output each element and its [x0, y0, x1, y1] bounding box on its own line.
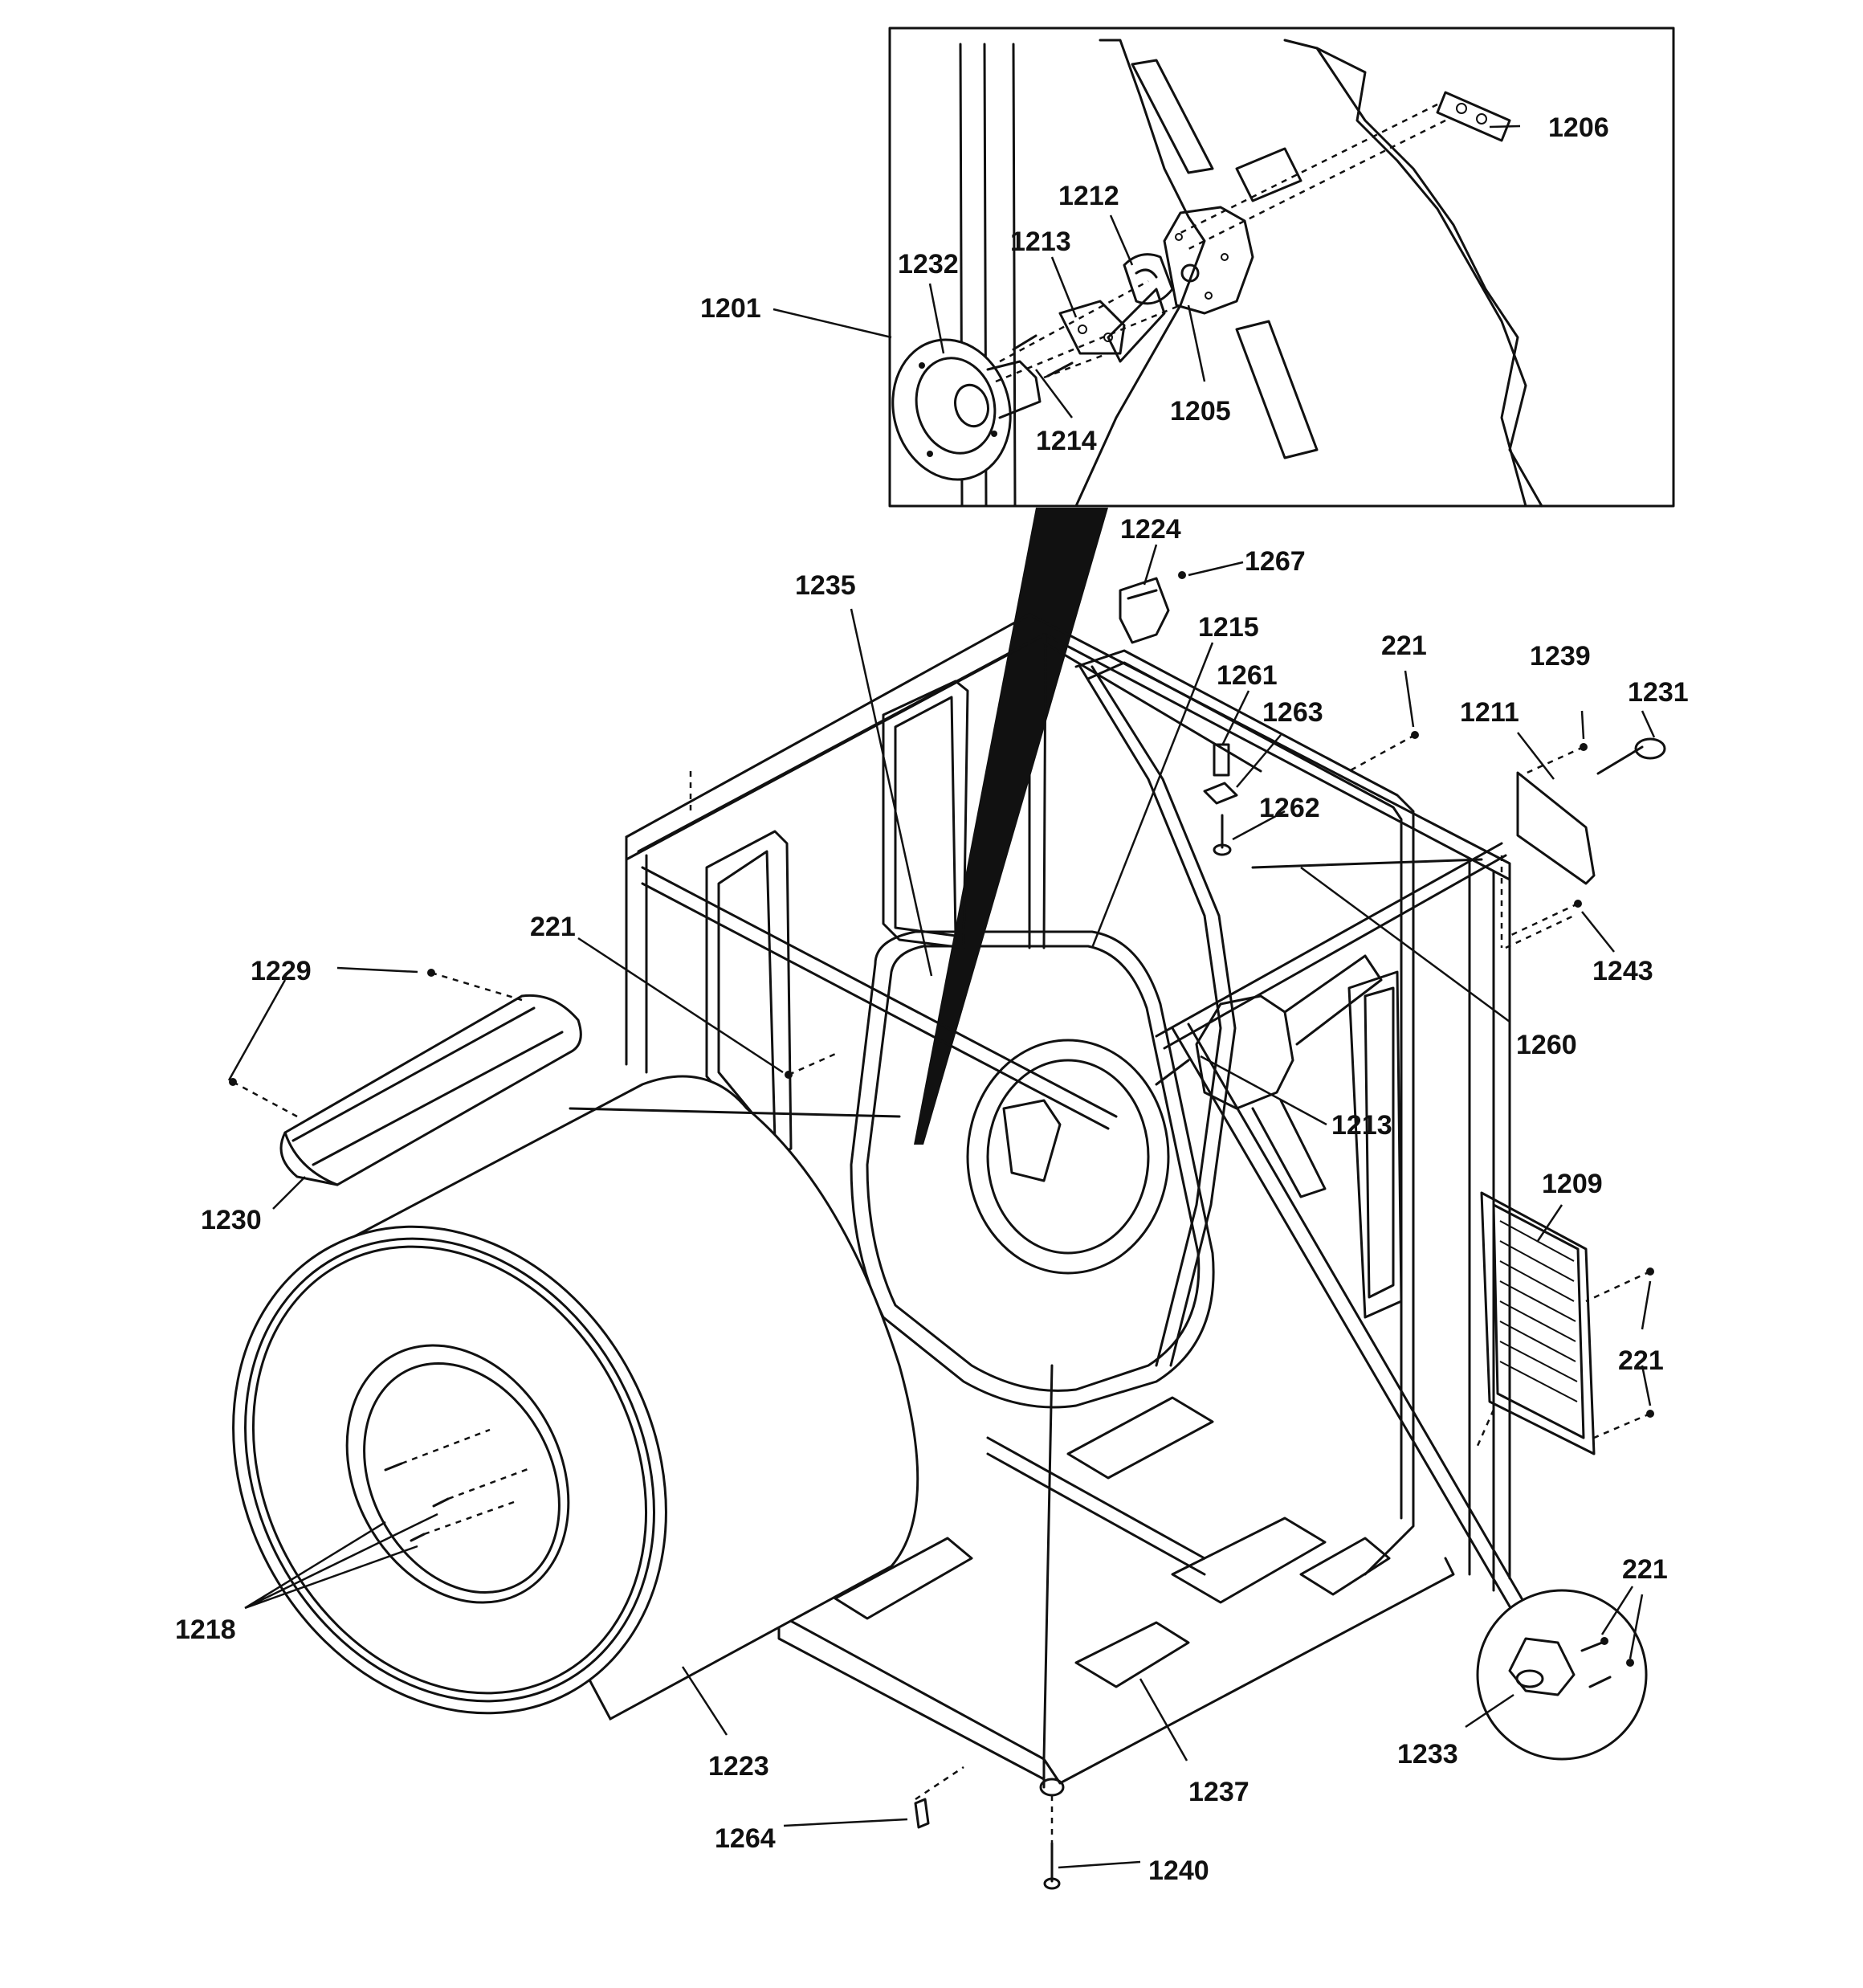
label-1211: 1211 — [1460, 697, 1519, 728]
label-1263: 1263 — [1262, 697, 1323, 728]
label-1223: 1223 — [708, 1751, 769, 1782]
inset-detail — [888, 27, 1675, 508]
label-221-bottom: 221 — [1622, 1554, 1668, 1585]
label-221-left: 221 — [530, 912, 576, 942]
back-panel-1209 — [1476, 1191, 1654, 1455]
label-221-right: 221 — [1618, 1345, 1664, 1376]
baffle-1230 — [229, 969, 582, 1186]
label-1201: 1201 — [700, 293, 761, 324]
label-1218: 1218 — [175, 1614, 236, 1645]
label-1231: 1231 — [1628, 677, 1689, 708]
label-1213-inset: 1213 — [1010, 227, 1071, 257]
label-1233: 1233 — [1397, 1739, 1458, 1770]
label-221-top: 221 — [1381, 631, 1427, 661]
inset-connector-wedge — [914, 508, 1108, 1145]
detail-circle-1233 — [1476, 1589, 1648, 1761]
label-1215: 1215 — [1198, 612, 1259, 643]
part-labels: 1206 1212 1213 1232 1201 1214 1205 1224 … — [175, 112, 1689, 1886]
small-parts — [689, 571, 1666, 1890]
label-1232: 1232 — [898, 249, 959, 280]
label-1230: 1230 — [201, 1205, 262, 1235]
drum-1223 — [232, 1075, 919, 1721]
label-1260: 1260 — [1516, 1030, 1577, 1060]
leader-lines — [227, 125, 1656, 1869]
label-1214: 1214 — [1036, 426, 1097, 456]
label-1267: 1267 — [1245, 546, 1306, 577]
label-1235: 1235 — [795, 570, 856, 601]
label-1264: 1264 — [715, 1823, 776, 1854]
label-1262: 1262 — [1259, 793, 1320, 823]
inset-frame — [888, 27, 1675, 508]
label-1243: 1243 — [1592, 956, 1653, 986]
label-1237: 1237 — [1188, 1777, 1249, 1807]
label-1212: 1212 — [1058, 181, 1119, 211]
label-1213-main: 1213 — [1331, 1110, 1392, 1141]
label-1206: 1206 — [1548, 112, 1609, 143]
label-1209: 1209 — [1542, 1169, 1603, 1199]
label-1205: 1205 — [1170, 396, 1231, 427]
dryer-cabinet — [625, 613, 1523, 1797]
label-1224: 1224 — [1120, 514, 1181, 545]
label-1239: 1239 — [1530, 641, 1591, 672]
label-1261: 1261 — [1217, 660, 1278, 691]
label-1229: 1229 — [251, 956, 312, 986]
label-1240: 1240 — [1148, 1855, 1209, 1886]
